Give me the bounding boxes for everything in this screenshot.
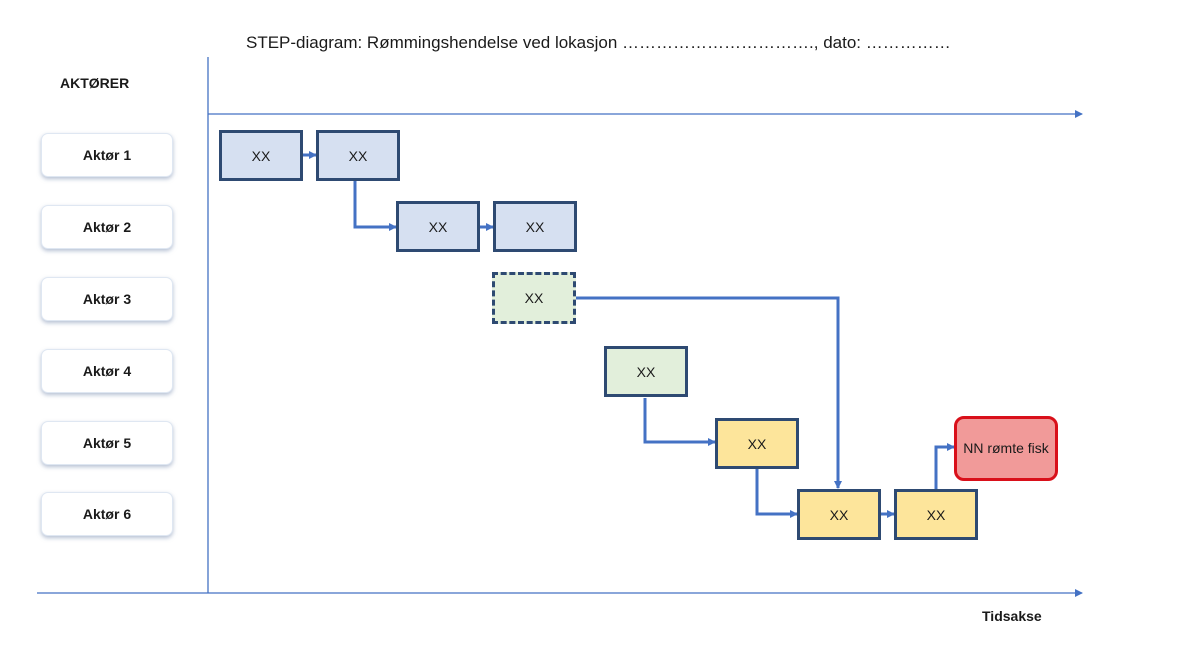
link-a1-a2 (353, 181, 397, 231)
outcome-box: NN rømte fisk (954, 416, 1058, 481)
actor-label-3: Aktør 3 (41, 277, 173, 321)
actor-label-2: Aktør 2 (41, 205, 173, 249)
event-box-actor5: XX (715, 418, 799, 469)
event-box-actor2-first: XX (396, 201, 480, 252)
actor-label-4: Aktør 4 (41, 349, 173, 393)
link-a3-a6 (576, 296, 842, 489)
event-box-actor2-second: XX (493, 201, 577, 252)
link-a5-a6 (755, 468, 798, 518)
event-box-actor3-uncertain: XX (492, 272, 576, 324)
actor-label-5: Aktør 5 (41, 421, 173, 465)
link-a4-a5 (643, 398, 716, 446)
event-box-actor1-second: XX (316, 130, 400, 181)
actor-label-1: Aktør 1 (41, 133, 173, 177)
time-axis-label: Tidsakse (982, 608, 1042, 624)
link-a6-outcome (934, 443, 955, 489)
actors-heading: AKTØRER (60, 75, 130, 91)
diagram-title: STEP-diagram: Rømmingshendelse ved lokas… (246, 33, 951, 52)
event-box-actor4: XX (604, 346, 688, 397)
event-box-actor6-second: XX (894, 489, 978, 540)
event-box-actor6-first: XX (797, 489, 881, 540)
actor-label-6: Aktør 6 (41, 492, 173, 536)
event-box-actor1-first: XX (219, 130, 303, 181)
